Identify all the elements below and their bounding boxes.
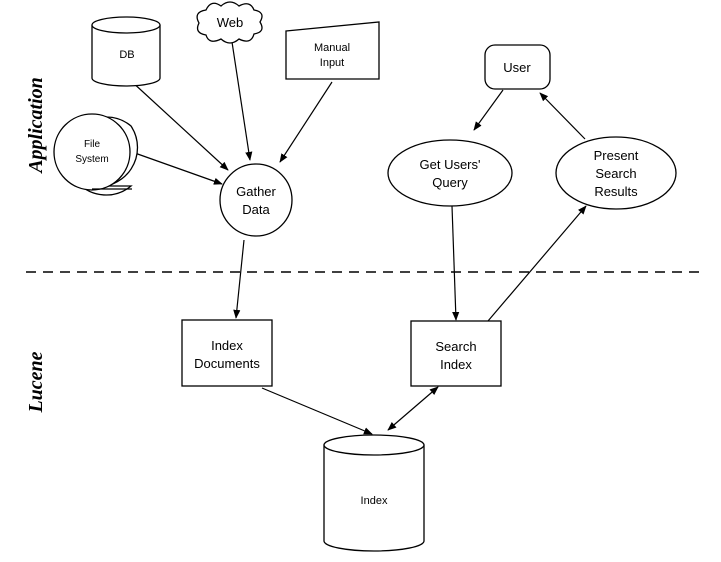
file-system-label-line1: File (84, 139, 101, 150)
edge-filesystem-to-gather (131, 151, 223, 185)
file-system-node: File System (53, 113, 139, 196)
gather-data-label-line1: Gather (236, 184, 276, 199)
db-label: DB (119, 49, 134, 61)
db-node: DB (91, 16, 161, 87)
get-users-query-node: Get Users' Query (387, 139, 513, 207)
get-users-query-label-line1: Get Users' (420, 157, 481, 172)
index-documents-node: Index Documents (181, 319, 273, 387)
edges (129, 41, 587, 435)
index-documents-label-line2: Documents (194, 356, 260, 371)
edge-manual-to-gather (279, 81, 333, 163)
application-section-label: Application (25, 77, 47, 175)
present-search-results-label-line2: Search (595, 166, 636, 181)
edge-present-to-user (539, 92, 586, 140)
edge-db-to-gather (129, 79, 229, 171)
get-users-query-label-line2: Query (432, 175, 468, 190)
search-index-label-line2: Index (440, 357, 472, 372)
user-label: User (503, 60, 531, 75)
edge-gather-to-indexdocs (233, 239, 245, 319)
edge-searchindex-index-bidirectional (387, 386, 439, 431)
manual-input-label-line2: Input (320, 57, 344, 69)
gather-data-label-line2: Data (242, 202, 270, 217)
index-node: Index (323, 434, 425, 552)
edge-indexdocs-to-index (261, 387, 373, 435)
manual-input-node: Manual Input (285, 21, 380, 80)
gather-data-node: Gather Data (219, 163, 293, 237)
present-search-results-label-line1: Present (594, 148, 639, 163)
index-documents-label-line1: Index (211, 338, 243, 353)
manual-input-label-line1: Manual (314, 42, 350, 54)
edge-searchindex-to-present (487, 205, 587, 322)
present-search-results-label-line3: Results (594, 184, 638, 199)
present-search-results-node: Present Search Results (555, 136, 677, 210)
index-label: Index (361, 495, 388, 507)
file-system-label-line2: System (75, 154, 108, 165)
search-index-label-line1: Search (435, 339, 476, 354)
edge-web-to-gather (231, 41, 253, 161)
web-label: Web (217, 15, 244, 30)
search-index-node: Search Index (410, 320, 502, 387)
user-node: User (484, 44, 551, 90)
edge-user-to-getquery (473, 89, 504, 131)
edge-getquery-to-searchindex (451, 205, 460, 321)
web-node: Web (196, 1, 263, 44)
lucene-section-label: Lucene (25, 351, 47, 413)
